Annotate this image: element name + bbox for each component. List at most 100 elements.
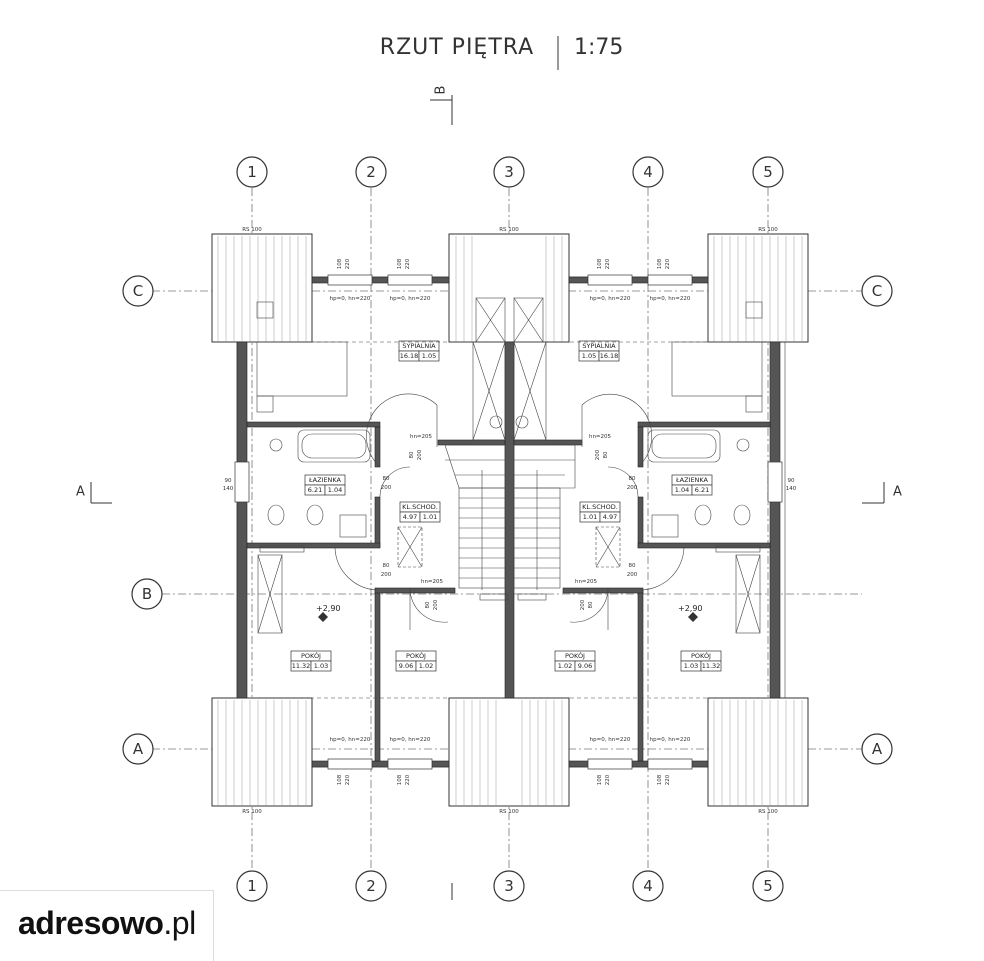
- door-labels: hn=205 hn=205 80 200 200 80 80 200 80 20…: [381, 434, 638, 610]
- room-value: 9.06: [399, 662, 413, 670]
- svg-text:108: 108: [397, 258, 403, 269]
- svg-text:200: 200: [580, 599, 586, 610]
- section-marker-b-top: B: [430, 86, 453, 125]
- room-label-pokoj-4: POKÓJ 1.03 11.32: [680, 650, 722, 672]
- svg-text:220: 220: [665, 774, 671, 785]
- svg-text:108: 108: [657, 774, 663, 785]
- svg-text:5: 5: [763, 163, 773, 181]
- svg-text:RS 100: RS 100: [242, 227, 262, 233]
- room-value: 11.32: [292, 662, 311, 670]
- room-value: 1.02: [558, 662, 572, 670]
- svg-text:C: C: [133, 282, 143, 300]
- svg-text:220: 220: [605, 774, 611, 785]
- windows-top: 108 220 108 220 108 220 108 220 hp=0, hn…: [327, 258, 693, 302]
- svg-text:200: 200: [381, 485, 392, 491]
- room-value: 1.03: [314, 662, 328, 670]
- svg-text:hn=205: hn=205: [575, 579, 598, 585]
- svg-text:hp=0, hn=220: hp=0, hn=220: [390, 296, 431, 302]
- svg-text:hp=0, hn=220: hp=0, hn=220: [590, 737, 631, 743]
- svg-text:3: 3: [504, 163, 514, 181]
- room-name: KL.SCHOD.: [582, 503, 618, 511]
- room-value: 16.18: [600, 352, 619, 360]
- svg-text:2: 2: [366, 163, 376, 181]
- plan-title: RZUT PIĘTRA: [380, 35, 534, 60]
- room-name: POKÓJ: [691, 651, 711, 660]
- svg-text:200: 200: [627, 485, 638, 491]
- axis-markers-left: C B A: [122, 275, 163, 765]
- svg-text:220: 220: [405, 774, 411, 785]
- svg-text:220: 220: [605, 258, 611, 269]
- room-value: 1.05: [582, 352, 596, 360]
- axis-markers-top: 1 2 3 4 5: [236, 156, 784, 188]
- room-value: 6.21: [308, 486, 322, 494]
- svg-text:+2,90: +2,90: [316, 604, 341, 613]
- svg-text:108: 108: [337, 258, 343, 269]
- svg-text:108: 108: [597, 774, 603, 785]
- plan-scale: 1:75: [574, 35, 623, 60]
- room-name: ŁAZIENKA: [308, 476, 342, 484]
- svg-text:200: 200: [627, 572, 638, 578]
- svg-text:140: 140: [786, 486, 797, 492]
- section-b-label: B: [434, 86, 449, 95]
- room-value: 1.04: [675, 486, 689, 494]
- room-name: SYPIALNIA: [402, 342, 436, 350]
- axis-markers-bottom: 1 2 3 4 5: [236, 870, 784, 902]
- room-name: POKÓJ: [406, 651, 426, 660]
- room-name: POKÓJ: [301, 651, 321, 660]
- svg-text:200: 200: [417, 449, 423, 460]
- room-value: 1.01: [423, 513, 437, 521]
- svg-text:A: A: [872, 740, 883, 758]
- room-value: 1.01: [583, 513, 597, 521]
- svg-text:hn=205: hn=205: [410, 434, 433, 440]
- svg-text:3: 3: [504, 877, 514, 895]
- furniture: [256, 301, 763, 634]
- brand-logo[interactable]: adresowo.pl: [0, 890, 214, 961]
- room-value: 1.05: [422, 352, 436, 360]
- svg-text:80: 80: [383, 476, 390, 482]
- svg-text:200: 200: [433, 599, 439, 610]
- svg-text:hp=0, hn=220: hp=0, hn=220: [650, 737, 691, 743]
- svg-text:RS 100: RS 100: [499, 809, 519, 815]
- attic-projection: [247, 341, 770, 699]
- svg-text:RS 100: RS 100: [758, 809, 778, 815]
- svg-text:108: 108: [657, 258, 663, 269]
- svg-text:200: 200: [381, 572, 392, 578]
- svg-text:108: 108: [397, 774, 403, 785]
- room-value: 6.21: [695, 486, 709, 494]
- svg-text:80: 80: [383, 563, 390, 569]
- svg-text:80: 80: [425, 601, 431, 608]
- svg-text:90: 90: [788, 478, 795, 484]
- room-name: KL.SCHOD.: [402, 503, 438, 511]
- svg-text:108: 108: [597, 258, 603, 269]
- svg-text:220: 220: [665, 258, 671, 269]
- svg-text:hp=0, hn=220: hp=0, hn=220: [330, 296, 371, 302]
- svg-text:2: 2: [366, 877, 376, 895]
- axis-markers-right: C A: [861, 275, 893, 765]
- svg-text:hp=0, hn=220: hp=0, hn=220: [590, 296, 631, 302]
- room-value: 11.32: [702, 662, 721, 670]
- room-label-sypialnia-right: SYPIALNIA 1.05 16.18: [578, 340, 620, 362]
- svg-text:RS 100: RS 100: [499, 227, 519, 233]
- room-value: 16.18: [400, 352, 419, 360]
- svg-text:+2,90: +2,90: [678, 604, 703, 613]
- svg-text:RS 100: RS 100: [758, 227, 778, 233]
- svg-text:1: 1: [247, 877, 257, 895]
- windows-side: 90 140 90 140: [223, 461, 797, 503]
- svg-text:108: 108: [337, 774, 343, 785]
- room-value: 1.03: [684, 662, 698, 670]
- section-marker-a-right: A: [862, 482, 902, 504]
- staircase-left: [444, 444, 506, 590]
- room-name: SYPIALNIA: [582, 342, 616, 350]
- svg-text:1: 1: [247, 163, 257, 181]
- roof-projections: [211, 233, 809, 807]
